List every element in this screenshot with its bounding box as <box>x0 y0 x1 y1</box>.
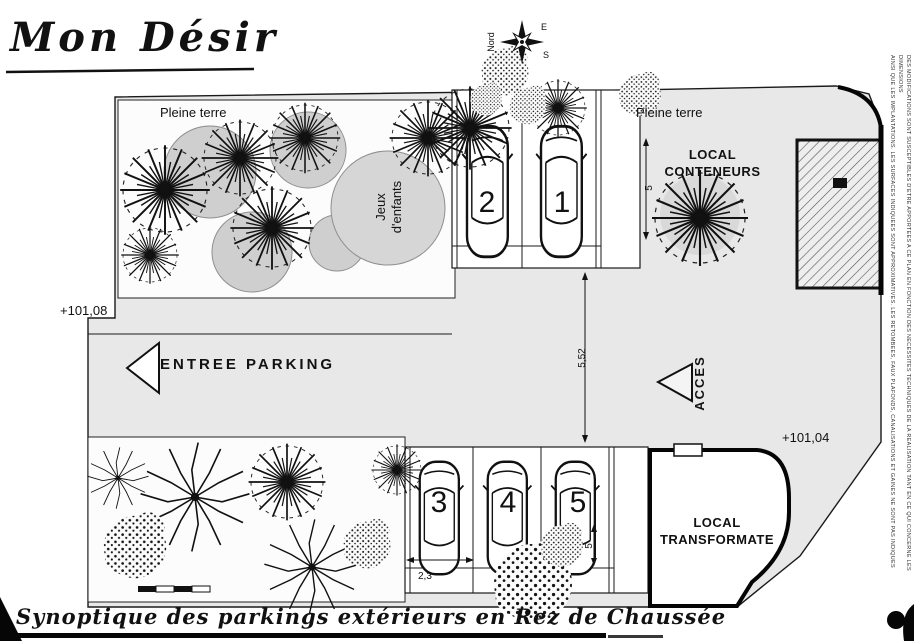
label-level-10104: +101,04 <box>782 430 830 445</box>
parking-spot-number-2: 2 <box>478 186 496 219</box>
compass-icon <box>500 20 544 64</box>
label-acces: ACCES <box>692 355 707 411</box>
compass-east-label: E <box>541 22 548 32</box>
label-local-conteneurs: LOCAL CONTENEURS <box>650 146 775 180</box>
dimension-lines <box>406 138 649 566</box>
compass-south-label: S <box>543 50 550 60</box>
entree-parking-arrow-icon <box>125 340 160 396</box>
parking-spot-number-4: 4 <box>499 486 517 519</box>
canopy-circles <box>163 111 740 293</box>
parking-spot-number-3: 3 <box>430 486 448 519</box>
compass-north-label: Nord <box>486 32 496 52</box>
local-transfo-line1: LOCAL <box>693 515 741 530</box>
label-jeux-denfants: Jeux d'enfants <box>373 167 407 247</box>
tree-icon <box>269 102 341 174</box>
dimension-bottom-width: 5 <box>584 543 595 549</box>
scale-bar <box>138 585 211 593</box>
parking-spot-number-5: 5 <box>569 486 587 519</box>
tree-icon <box>370 443 424 497</box>
parking-spot-number-1: 1 <box>553 186 571 219</box>
dimension-top-width: 5 <box>644 185 655 191</box>
local-conteneurs-area <box>795 85 884 295</box>
local-conteneurs-line1: LOCAL <box>688 147 737 162</box>
plan-caption: Synoptique des parkings extérieurs en Re… <box>16 604 727 629</box>
page-title: Mon Désir <box>10 14 279 61</box>
dimension-bottom-depth: 2,3 <box>418 571 432 582</box>
tree-icon <box>119 144 211 236</box>
label-local-transformateur: LOCAL TRANSFORMATE <box>648 514 786 548</box>
local-conteneurs-line2: CONTENEURS <box>664 164 761 179</box>
margin-note-line2: AINSI QUE LES IMPLANTATIONS. LES SURFACE… <box>889 55 895 568</box>
label-pleine-terre-left: Pleine terre <box>160 105 227 120</box>
local-transfo-line2: TRANSFORMATE <box>659 532 775 547</box>
scan-artifacts <box>0 67 914 641</box>
dimension-aisle: 5,52 <box>577 348 588 368</box>
tree-icon <box>229 185 315 271</box>
margin-notes: DES MODIFICATIONS SONT SUSCEPTIBLES D'ET… <box>889 55 912 595</box>
tree-icon <box>200 118 280 198</box>
tree-icon <box>247 442 327 522</box>
tree-icon <box>650 168 750 268</box>
stall-lines-top <box>452 86 641 268</box>
jeux-line2: d'enfants <box>389 180 404 234</box>
bush-icon <box>470 82 502 116</box>
tree-icon <box>120 225 180 285</box>
label-entree-parking: ENTREE PARKING <box>160 356 336 373</box>
margin-note-line1: DES MODIFICATIONS SONT SUSCEPTIBLES D'ET… <box>897 55 911 571</box>
jeux-line1: Jeux <box>373 193 388 221</box>
local-transformateur-building <box>648 443 791 608</box>
label-pleine-terre-right: Pleine terre <box>636 105 703 120</box>
acces-arrow-icon <box>655 362 693 403</box>
label-level-10108: +101,08 <box>60 303 108 318</box>
